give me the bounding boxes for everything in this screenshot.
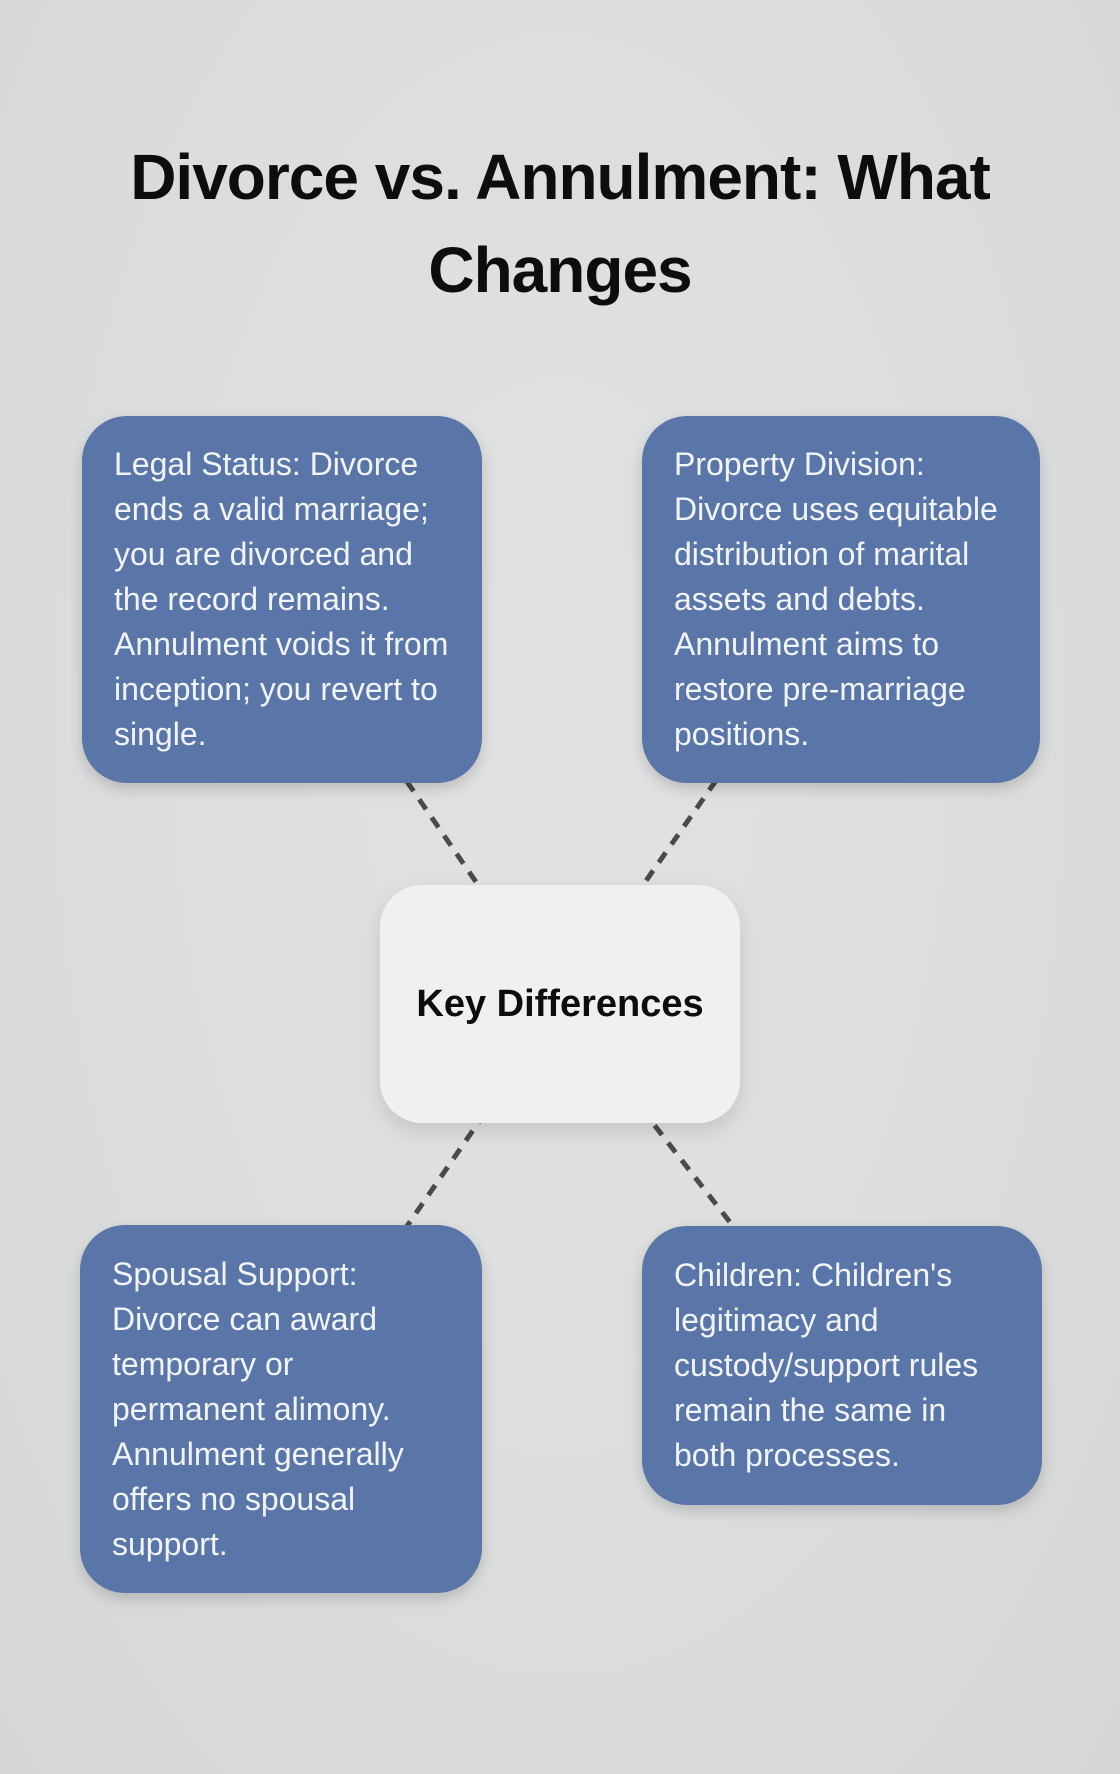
- info-box-property-division: Property Division: Divorce uses equitabl…: [642, 416, 1040, 783]
- info-box-spousal-support-text: Spousal Support: Divorce can award tempo…: [112, 1255, 404, 1562]
- info-box-spousal-support: Spousal Support: Divorce can award tempo…: [80, 1225, 482, 1593]
- center-node-key-differences: Key Differences: [380, 885, 740, 1123]
- info-box-legal-status-text: Legal Status: Divorce ends a valid marri…: [114, 446, 449, 752]
- center-node-label: Key Differences: [416, 982, 704, 1025]
- connector-top-left: [279, 598, 563, 1006]
- connector-bottom-left: [278, 1002, 563, 1411]
- info-box-legal-status: Legal Status: Divorce ends a valid marri…: [82, 416, 482, 783]
- page-title: Divorce vs. Annulment: What Changes: [130, 140, 991, 306]
- connector-top-right: [557, 598, 845, 1006]
- info-box-children: Children: Children's legitimacy and cust…: [642, 1226, 1042, 1505]
- info-box-property-division-text: Property Division: Divorce uses equitabl…: [674, 446, 998, 752]
- info-box-children-text: Children: Children's legitimacy and cust…: [674, 1257, 979, 1473]
